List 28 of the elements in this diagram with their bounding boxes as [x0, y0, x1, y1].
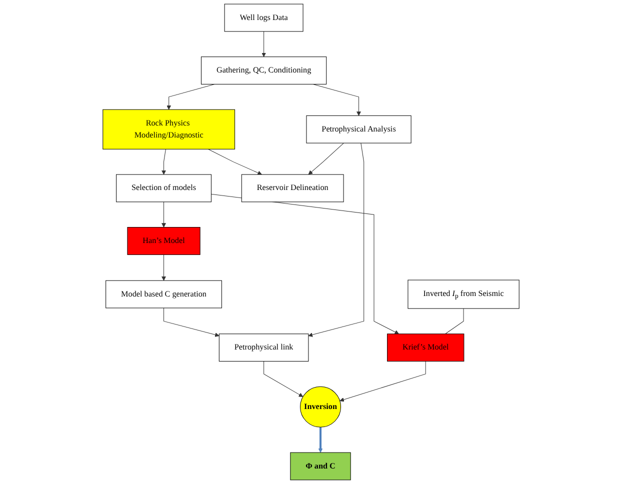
node-box [306, 115, 412, 144]
node-box [106, 280, 222, 308]
node-box [218, 334, 309, 362]
arrow [312, 84, 361, 116]
node-box [102, 109, 236, 150]
arrow [164, 308, 220, 337]
arrow [162, 148, 166, 175]
node-box [127, 227, 200, 255]
node-box [408, 280, 520, 309]
arrow [208, 148, 262, 175]
node-box [241, 174, 344, 202]
arrow [264, 361, 304, 397]
node-circle [300, 386, 342, 428]
arrow [318, 427, 323, 453]
node-box [224, 4, 304, 32]
node-box [290, 452, 351, 480]
arrow [308, 142, 344, 175]
node-box [116, 174, 212, 202]
arrow [162, 202, 166, 228]
arrow [166, 84, 215, 110]
node-box [387, 334, 464, 362]
arrow [210, 194, 399, 334]
arrow [162, 254, 166, 281]
node-box [200, 56, 327, 84]
arrow [262, 31, 266, 58]
connector [445, 308, 464, 334]
arrow [340, 361, 426, 402]
arrow [308, 142, 364, 337]
